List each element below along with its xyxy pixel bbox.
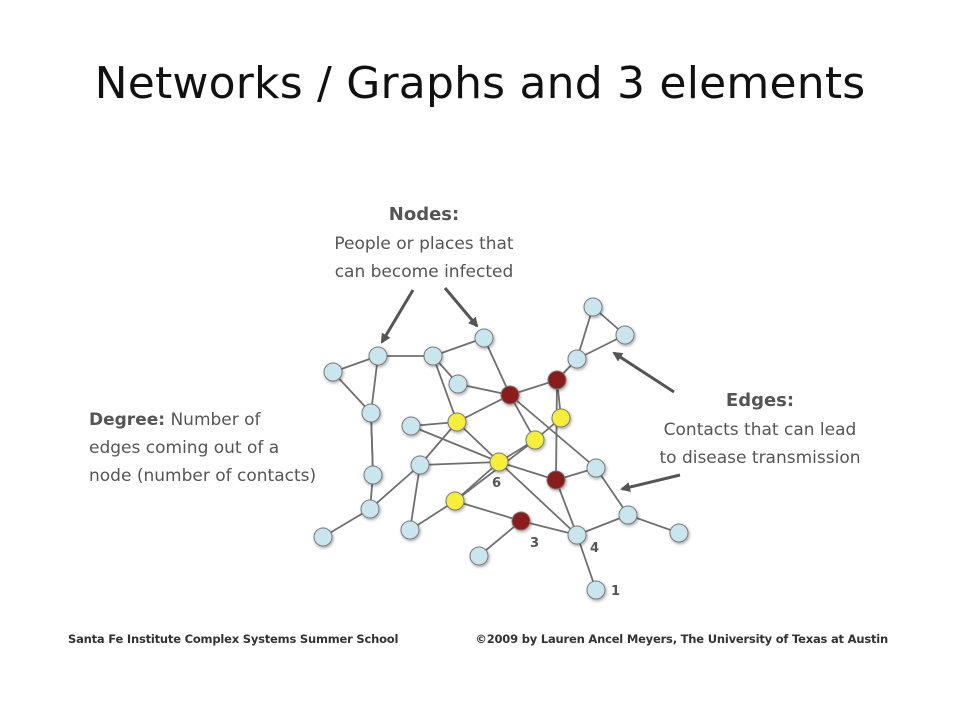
edge-R-Q bbox=[419, 461, 500, 466]
edge-L-R bbox=[410, 425, 500, 463]
node-H-blue bbox=[448, 374, 468, 394]
node-J-red bbox=[547, 370, 567, 390]
degree-line-3: node (number of contacts) bbox=[89, 466, 316, 486]
edge-Q-U bbox=[369, 464, 421, 510]
node-AD-blue bbox=[586, 580, 606, 600]
node-X-blue bbox=[313, 527, 333, 547]
degree-label-six: 6 bbox=[492, 476, 501, 491]
degree-label-one: 1 bbox=[611, 584, 620, 599]
node-AA-blue bbox=[669, 523, 689, 543]
nodes-arrow-right bbox=[443, 287, 479, 328]
degree-line-1: Degree: Number of bbox=[89, 410, 262, 430]
node-U-blue bbox=[360, 499, 380, 519]
edge-V-Z bbox=[454, 500, 522, 522]
node-A-blue bbox=[323, 362, 343, 382]
edge-T-AB bbox=[555, 479, 578, 536]
edge-R-T bbox=[498, 461, 557, 481]
degree-label-three: 3 bbox=[530, 536, 539, 551]
node-K-blue bbox=[361, 403, 381, 423]
node-B-blue bbox=[368, 346, 388, 366]
node-I-red bbox=[500, 385, 520, 405]
degree-line-2: edges coming out of a bbox=[89, 438, 279, 458]
edges-line-1: Contacts that can lead bbox=[664, 420, 857, 440]
slide-title: Networks / Graphs and 3 elements bbox=[94, 58, 866, 109]
node-G-blue bbox=[567, 349, 587, 369]
node-V-yellow bbox=[445, 491, 465, 511]
node-Z-red bbox=[511, 511, 531, 531]
node-M-yellow bbox=[447, 412, 467, 432]
degree-line-1-rest: Number of bbox=[165, 410, 261, 430]
edge-R-AB bbox=[498, 461, 578, 536]
edge-Q-Y bbox=[409, 464, 421, 531]
footer-credit-left: Santa Fe Institute Complex Systems Summe… bbox=[68, 632, 399, 646]
edge-AB-AD bbox=[576, 534, 597, 591]
edge-Z-AB bbox=[520, 520, 578, 536]
edges-arrow-lower bbox=[620, 473, 681, 492]
node-F-blue bbox=[615, 325, 635, 345]
nodes-heading: Nodes: bbox=[389, 204, 459, 225]
footer-credit-right: ©2009 by Lauren Ancel Meyers, The Univer… bbox=[475, 632, 888, 646]
degree-label-four: 4 bbox=[590, 541, 599, 556]
edge-I-M bbox=[456, 394, 511, 423]
node-L-blue bbox=[401, 416, 421, 436]
nodes-line-2: can become infected bbox=[335, 262, 514, 282]
node-AB-blue bbox=[567, 525, 587, 545]
edge-D-I bbox=[483, 337, 511, 396]
nodes-line-1: People or places that bbox=[334, 234, 514, 254]
node-Q-blue bbox=[410, 455, 430, 475]
node-T-red bbox=[546, 470, 566, 490]
edges-line-2: to disease transmission bbox=[659, 448, 860, 468]
degree-heading: Degree: bbox=[89, 410, 165, 430]
edge-B-K bbox=[370, 355, 379, 414]
node-W-blue bbox=[618, 505, 638, 525]
node-C-blue bbox=[423, 346, 443, 366]
node-S-blue bbox=[586, 458, 606, 478]
node-AC-blue bbox=[469, 546, 489, 566]
edge-J-T bbox=[555, 379, 558, 481]
node-E-blue bbox=[583, 297, 603, 317]
node-Y-blue bbox=[400, 520, 420, 540]
edge-I-S bbox=[509, 394, 597, 469]
node-D-blue bbox=[474, 328, 494, 348]
edge-C-M bbox=[432, 355, 458, 423]
edges-arrow-upper bbox=[612, 351, 675, 394]
node-O-yellow bbox=[525, 430, 545, 450]
node-R-yellow bbox=[489, 452, 509, 472]
nodes-arrow-left bbox=[380, 289, 415, 344]
edges-heading: Edges: bbox=[726, 390, 794, 411]
edge-M-R bbox=[456, 421, 500, 463]
edge-P-K bbox=[370, 412, 374, 476]
node-P-blue bbox=[363, 465, 383, 485]
node-N-yellow bbox=[551, 408, 571, 428]
nodes-layer bbox=[313, 297, 689, 600]
